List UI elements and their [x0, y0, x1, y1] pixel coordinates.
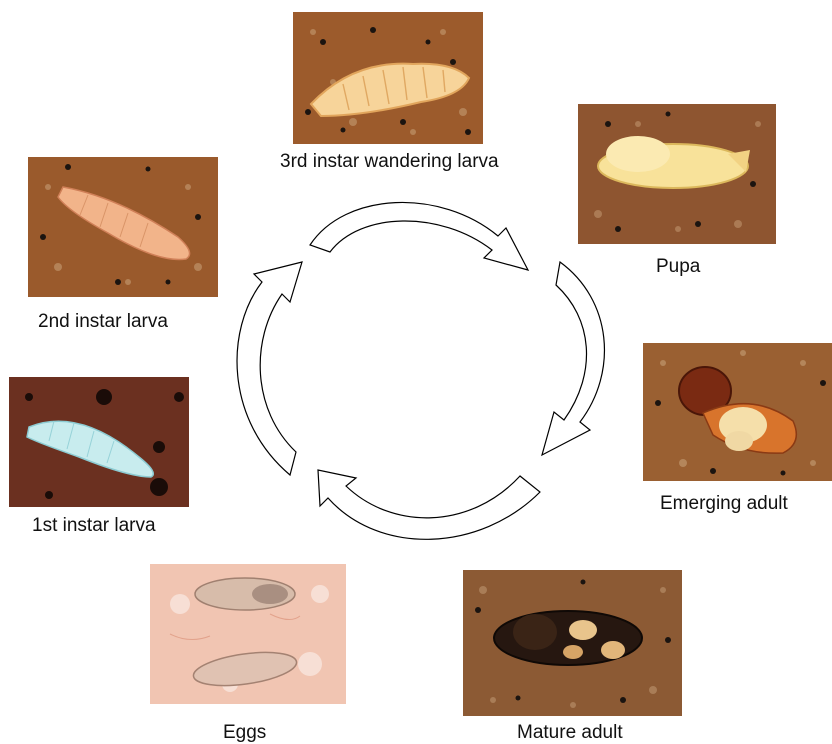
arrow-right: [542, 262, 604, 455]
arrow-top: [310, 202, 528, 270]
arrow-bottom: [318, 470, 540, 539]
arrow-left: [237, 262, 302, 475]
